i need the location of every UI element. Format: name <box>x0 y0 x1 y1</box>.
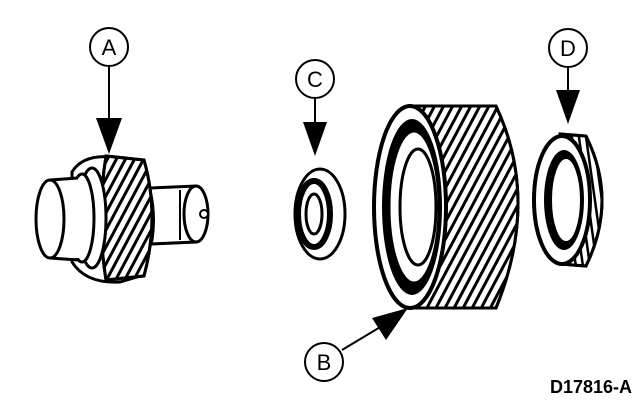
callout-d: D <box>548 28 588 68</box>
callout-c: C <box>295 59 335 99</box>
callout-b: B <box>304 342 344 382</box>
callout-a: A <box>89 27 129 67</box>
figure-id: D17816-A <box>549 377 632 397</box>
part-d-bearing <box>532 132 604 268</box>
leader-arrows <box>96 66 580 351</box>
callout-a-label: A <box>102 35 117 60</box>
part-a-shaft-assembly <box>34 154 210 284</box>
callout-c-label: C <box>307 67 323 92</box>
callout-b-label: B <box>317 350 332 375</box>
callout-d-label: D <box>560 36 576 61</box>
part-c-seal <box>293 167 347 261</box>
part-b-helical-gear <box>372 104 520 310</box>
